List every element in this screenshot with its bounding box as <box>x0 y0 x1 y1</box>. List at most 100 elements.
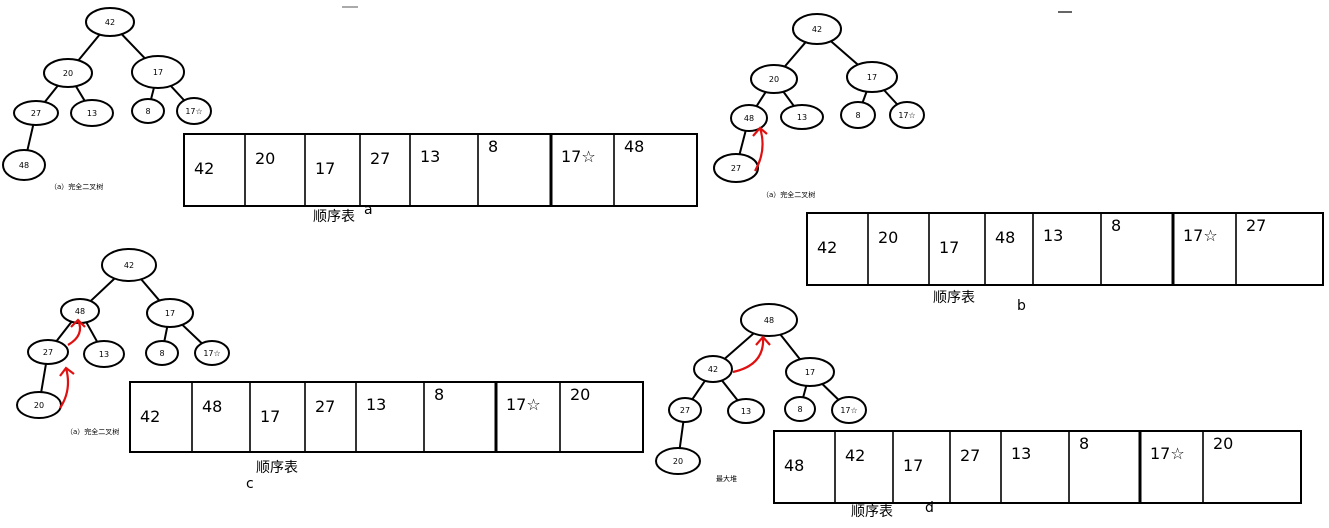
node-ellipse <box>785 357 835 387</box>
swap-arrow <box>732 335 771 374</box>
tree-node: 13 <box>727 398 765 424</box>
tree-node: 42 <box>101 248 157 282</box>
tree-node: 8 <box>145 340 179 366</box>
tree-node: 48 <box>60 298 100 324</box>
swap-arrow-head <box>755 335 771 346</box>
tree-node: 8 <box>840 101 876 129</box>
table-cell: 17 <box>939 238 959 257</box>
tree-node: 20 <box>43 58 93 88</box>
table-cell: 42 <box>817 238 837 257</box>
swap-arrow-head <box>59 366 75 377</box>
table-title: 顺序表 <box>256 460 298 476</box>
tree-edge <box>85 321 99 343</box>
node-label: 48 <box>19 161 29 170</box>
node-label: 17 <box>165 309 175 318</box>
tree-node: 42 <box>85 7 135 37</box>
table-cell: 27 <box>1246 216 1266 235</box>
swap-arrow-shaft <box>59 367 70 409</box>
swap-arrow <box>67 318 86 346</box>
table-border <box>183 133 698 207</box>
tree-node: 17 <box>146 298 194 328</box>
node-label: 13 <box>797 113 807 122</box>
swap-arrow <box>752 126 768 172</box>
tree-node: 27 <box>13 100 59 126</box>
node-ellipse <box>846 61 898 93</box>
table-cell: 48 <box>784 456 804 475</box>
table-cell: 42 <box>845 446 865 465</box>
table-cell: 27 <box>315 397 335 416</box>
node-ellipse <box>13 100 59 126</box>
tree-node: 17☆ <box>176 97 212 125</box>
node-label: 48 <box>744 114 754 123</box>
tree-node: 17 <box>131 55 185 89</box>
table-cell: 17☆ <box>506 395 541 414</box>
tree-edge <box>181 324 203 345</box>
node-ellipse <box>27 339 69 365</box>
node-label: 17 <box>867 73 877 82</box>
tree-edge <box>830 40 859 66</box>
tree-node: 27 <box>713 153 759 183</box>
node-label: 8 <box>855 111 860 120</box>
table-cell: 8 <box>434 385 444 404</box>
tree-edge <box>861 91 868 103</box>
node-label: 48 <box>764 316 774 325</box>
tree-node: 8 <box>784 396 816 422</box>
table-cell: 13 <box>1011 444 1031 463</box>
tree-node: 17 <box>846 61 898 93</box>
node-ellipse <box>693 355 733 383</box>
table-cell: 17 <box>315 159 335 178</box>
tree-edge <box>883 89 898 106</box>
table-cell: 42 <box>194 159 214 178</box>
tree-edge <box>163 326 169 342</box>
tree-node: 48 <box>2 149 46 181</box>
node-label: 13 <box>87 109 97 118</box>
node-ellipse <box>831 396 867 424</box>
table-cell: 17 <box>260 407 280 426</box>
tree-node: 17☆ <box>194 340 230 366</box>
table-cell: 27 <box>960 446 980 465</box>
table-title: 顺序表 <box>933 290 975 306</box>
tree-edge <box>55 321 73 342</box>
tree-edge <box>75 85 86 102</box>
tree-edge <box>89 277 116 302</box>
node-ellipse <box>131 55 185 89</box>
tree-caption: （a）完全二叉树 <box>50 182 103 191</box>
tree-node: 27 <box>27 339 69 365</box>
node-label: 27 <box>731 164 741 173</box>
node-ellipse <box>2 149 46 181</box>
node-label: 20 <box>34 401 44 410</box>
tree-node: 20 <box>750 64 798 94</box>
tree-edge <box>140 278 161 302</box>
node-label: 13 <box>741 407 751 416</box>
tree-node: 8 <box>131 98 165 124</box>
node-ellipse <box>43 58 93 88</box>
node-label: 42 <box>124 261 134 270</box>
node-label: 17☆ <box>840 406 857 415</box>
node-ellipse <box>784 396 816 422</box>
node-ellipse <box>727 398 765 424</box>
table-cell: 8 <box>1079 434 1089 453</box>
table-cell: 20 <box>570 385 590 404</box>
table-cell: 13 <box>366 395 386 414</box>
node-ellipse <box>730 104 768 132</box>
tree-edge <box>26 124 35 151</box>
node-label: 8 <box>159 349 164 358</box>
tree-edge <box>77 33 101 62</box>
node-label: 27 <box>43 348 53 357</box>
table-cell: 8 <box>1111 216 1121 235</box>
table-cell: 8 <box>488 137 498 156</box>
tree-edge <box>821 383 840 401</box>
tree-caption: 最大堆 <box>716 474 737 483</box>
tree-node: 13 <box>780 104 824 130</box>
tree-edge <box>783 41 807 68</box>
tree-edge <box>724 332 755 360</box>
table-cell: 48 <box>202 397 222 416</box>
table-cell: 20 <box>1213 434 1233 453</box>
table-cell: 17 <box>903 456 923 475</box>
tree-node: 27 <box>668 397 702 423</box>
node-ellipse <box>655 447 701 475</box>
